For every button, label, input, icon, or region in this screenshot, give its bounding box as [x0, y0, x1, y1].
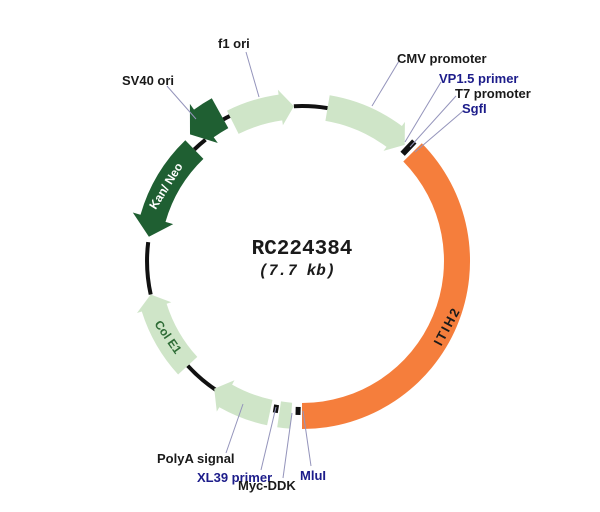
- leader-vp15-primer: [404, 81, 442, 143]
- plasmid-name: RC224384: [251, 238, 353, 261]
- label-polya-signal: PolyA signal: [157, 451, 235, 466]
- backbone-kan-sv40: [192, 138, 207, 151]
- polya-signal-arrow: [214, 380, 273, 426]
- col-e1-arrow: [137, 294, 198, 375]
- label-sgfi: SgfI: [462, 101, 487, 116]
- kan-neo-arrow: [132, 140, 204, 237]
- backbone-bottom-left: [186, 364, 218, 392]
- label-vp15-primer: VP1.5 primer: [439, 71, 519, 86]
- leader-myc-ddk: [282, 412, 293, 479]
- myc-ddk-band: [277, 401, 293, 429]
- leader-xl39-primer: [260, 406, 277, 471]
- label-myc-ddk: Myc-DDK: [238, 478, 296, 493]
- label-f1-ori: f1 ori: [218, 36, 250, 51]
- label-sv40-ori: SV40 ori: [122, 73, 175, 88]
- f1-ori-arrow: [227, 89, 294, 134]
- label-cmv-promoter: CMV promoter: [397, 51, 487, 66]
- backbone-top: [293, 103, 328, 111]
- leader-sv40-ori: [166, 85, 197, 120]
- sv40-ori-arrow: [189, 98, 229, 143]
- sgfi-site-tick: [400, 139, 417, 156]
- backbone-left: [145, 241, 153, 295]
- leader-t7-promoter: [409, 95, 457, 148]
- label-xl39-primer: XL39 primer: [197, 470, 273, 485]
- itih2-gene-band: [302, 143, 471, 429]
- leader-polya-signal: [225, 403, 244, 454]
- label-mlui: MluI: [300, 468, 326, 483]
- leader-sgfi: [414, 110, 464, 153]
- plasmid-size: (7.7 kb): [258, 262, 336, 280]
- cmv-promoter-arrow: [325, 95, 405, 151]
- leader-cmv-promoter: [371, 60, 400, 107]
- leader-mlui: [302, 410, 312, 467]
- leader-f1-ori: [245, 51, 260, 98]
- label-t7-promoter: T7 promoter: [455, 86, 531, 101]
